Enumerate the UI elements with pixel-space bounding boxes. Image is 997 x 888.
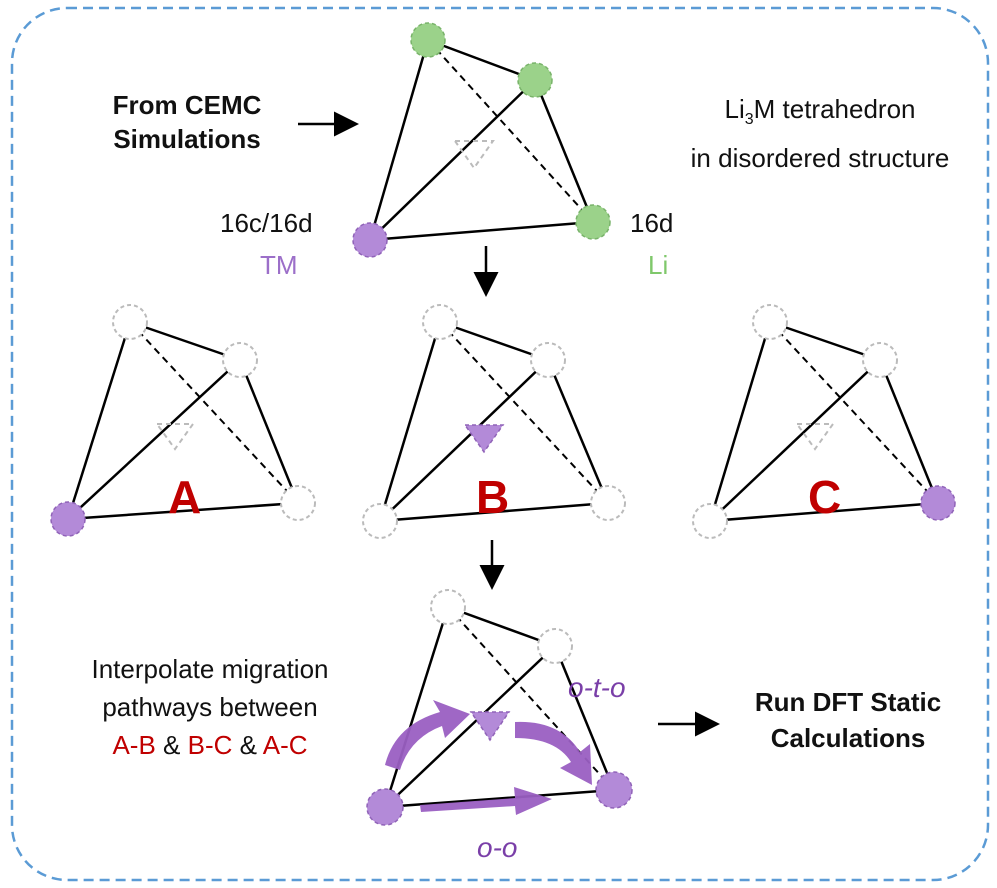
tm-atom [920,485,956,521]
site-right-label: 16d [630,208,674,238]
tetrahedron-c [692,304,956,539]
pair-ac: A-C [262,730,308,760]
panel-b-label: B [476,471,510,523]
tm-atom [595,771,633,809]
tetrahedron-bottom [366,589,633,826]
tetrahedron-a [50,304,316,537]
site-left-label: 16c/16d [220,208,313,238]
tetrahedral-site-tm [469,711,511,742]
panel-a-label: A [168,471,202,523]
panel-c-label: C [808,471,842,523]
li-atom [410,22,446,58]
migration-arrow-oo [420,787,552,815]
tetra-subscript: 3 [744,111,754,129]
amp-2: & [239,730,257,760]
pair-bc: B-C [187,730,233,760]
tetra-li: Li [724,94,745,124]
li-atom [517,62,553,98]
tetra-line2: in disordered structure [690,143,950,174]
pair-ab: A-B [112,730,156,760]
oto-label: o-t-o [568,672,626,703]
tetrahedron-b [362,304,626,539]
tetrahedron-description: Li3M tetrahedron in disordered structure [650,90,990,177]
tm-atom [50,501,86,537]
tetrahedral-site-tm [463,424,505,454]
interp-pairs: A-B & B-C & A-C [45,726,375,764]
amp-1: & [163,730,181,760]
interpolate-label: Interpolate migration pathways between A… [45,650,375,764]
tetrahedral-site-empty [453,140,495,170]
migration-arrow-oto-1 [385,700,470,770]
migration-arrow-oto-2 [515,721,592,785]
from-cemc-label: From CEMC Simulations [112,90,262,154]
interp-line2: pathways between [102,692,318,722]
interp-line1: Interpolate migration [91,654,329,684]
site-left-species: TM [260,250,298,280]
oo-label: o-o [477,832,518,863]
tetrahedron-top [352,22,611,258]
tm-atom [366,788,404,826]
outer-frame [10,6,990,882]
site-right-species: Li [648,250,669,280]
tm-atom [352,222,388,258]
tetra-rest: M tetrahedron [753,94,916,124]
run-dft-label: Run DFT Static Calculations [754,687,942,753]
li-atom [575,204,611,240]
